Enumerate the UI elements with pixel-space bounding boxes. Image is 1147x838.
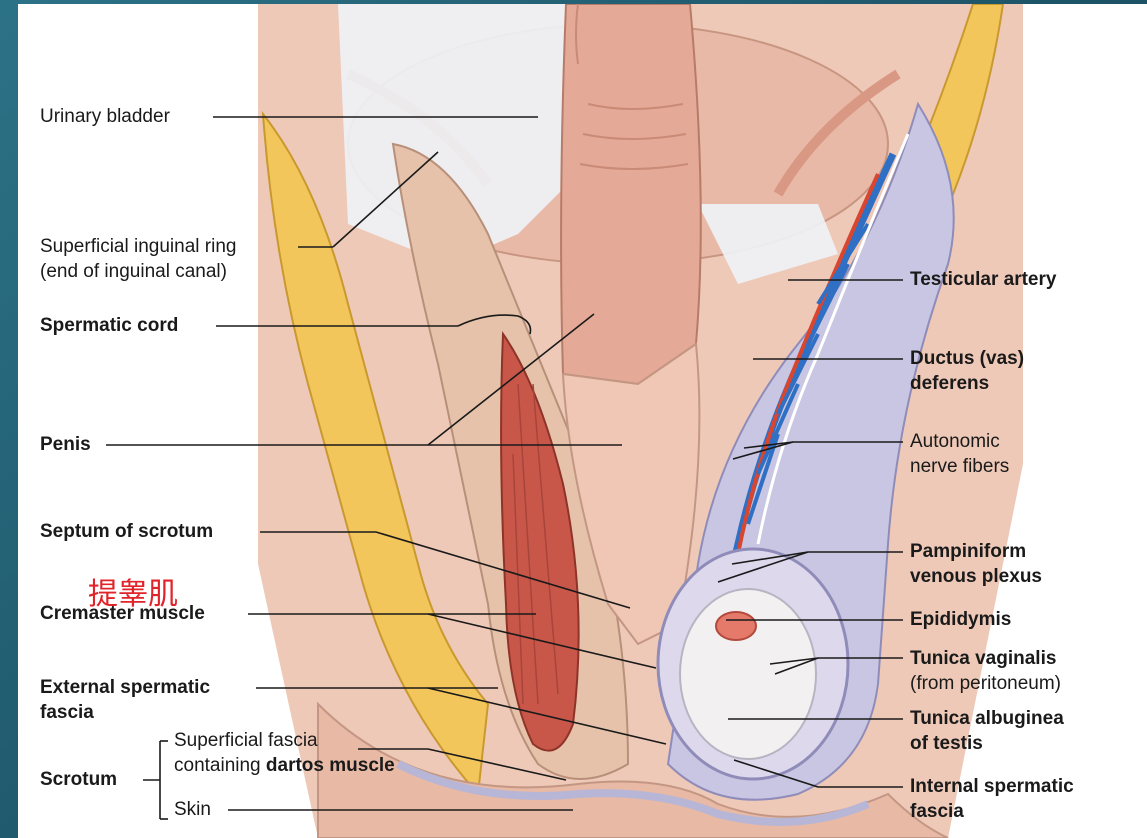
label-epididymis: Epididymis: [910, 608, 1011, 632]
label-scrotum: Scrotum: [40, 768, 117, 792]
epididymis-shape: [716, 612, 756, 640]
label-nerve-fibers: nerve fibers: [910, 455, 1009, 479]
penis-shaft-upper: [561, 4, 701, 384]
label-containing-dartos: containing dartos muscle: [174, 754, 395, 778]
label-testicular-artery: Testicular artery: [910, 268, 1056, 292]
label-septum-of-scrotum: Septum of scrotum: [40, 520, 213, 544]
label-dartos-muscle: dartos muscle: [266, 755, 395, 776]
label-venous-plexus: venous plexus: [910, 565, 1042, 589]
label-superficial-inguinal-ring-sub: (end of inguinal canal): [40, 260, 227, 284]
label-tunica-albuginea: Tunica albuginea: [910, 707, 1064, 731]
label-internal-spermatic-fascia: fascia: [910, 800, 964, 824]
label-ductus-vas: Ductus (vas): [910, 347, 1024, 371]
label-tunica-vaginalis: Tunica vaginalis: [910, 647, 1056, 671]
label-of-testis: of testis: [910, 732, 983, 756]
label-pampiniform: Pampiniform: [910, 540, 1026, 564]
illustration-panel: Urinary bladder Superficial inguinal rin…: [18, 4, 1147, 838]
label-tunica-vaginalis-sub: (from peritoneum): [910, 672, 1061, 696]
label-external-spermatic-fascia: fascia: [40, 701, 94, 725]
label-superficial-fascia: Superficial fascia: [174, 729, 318, 753]
label-skin: Skin: [174, 798, 211, 822]
label-spermatic-cord: Spermatic cord: [40, 314, 178, 338]
label-autonomic: Autonomic: [910, 430, 1000, 454]
label-external-spermatic: External spermatic: [40, 676, 210, 700]
label-containing: containing: [174, 755, 266, 776]
label-urinary-bladder: Urinary bladder: [40, 105, 170, 129]
annotation-chinese: 提睾肌: [88, 569, 178, 613]
label-superficial-inguinal-ring: Superficial inguinal ring: [40, 235, 236, 259]
label-deferens: deferens: [910, 372, 989, 396]
label-internal-spermatic: Internal spermatic: [910, 775, 1074, 799]
label-penis: Penis: [40, 433, 91, 457]
